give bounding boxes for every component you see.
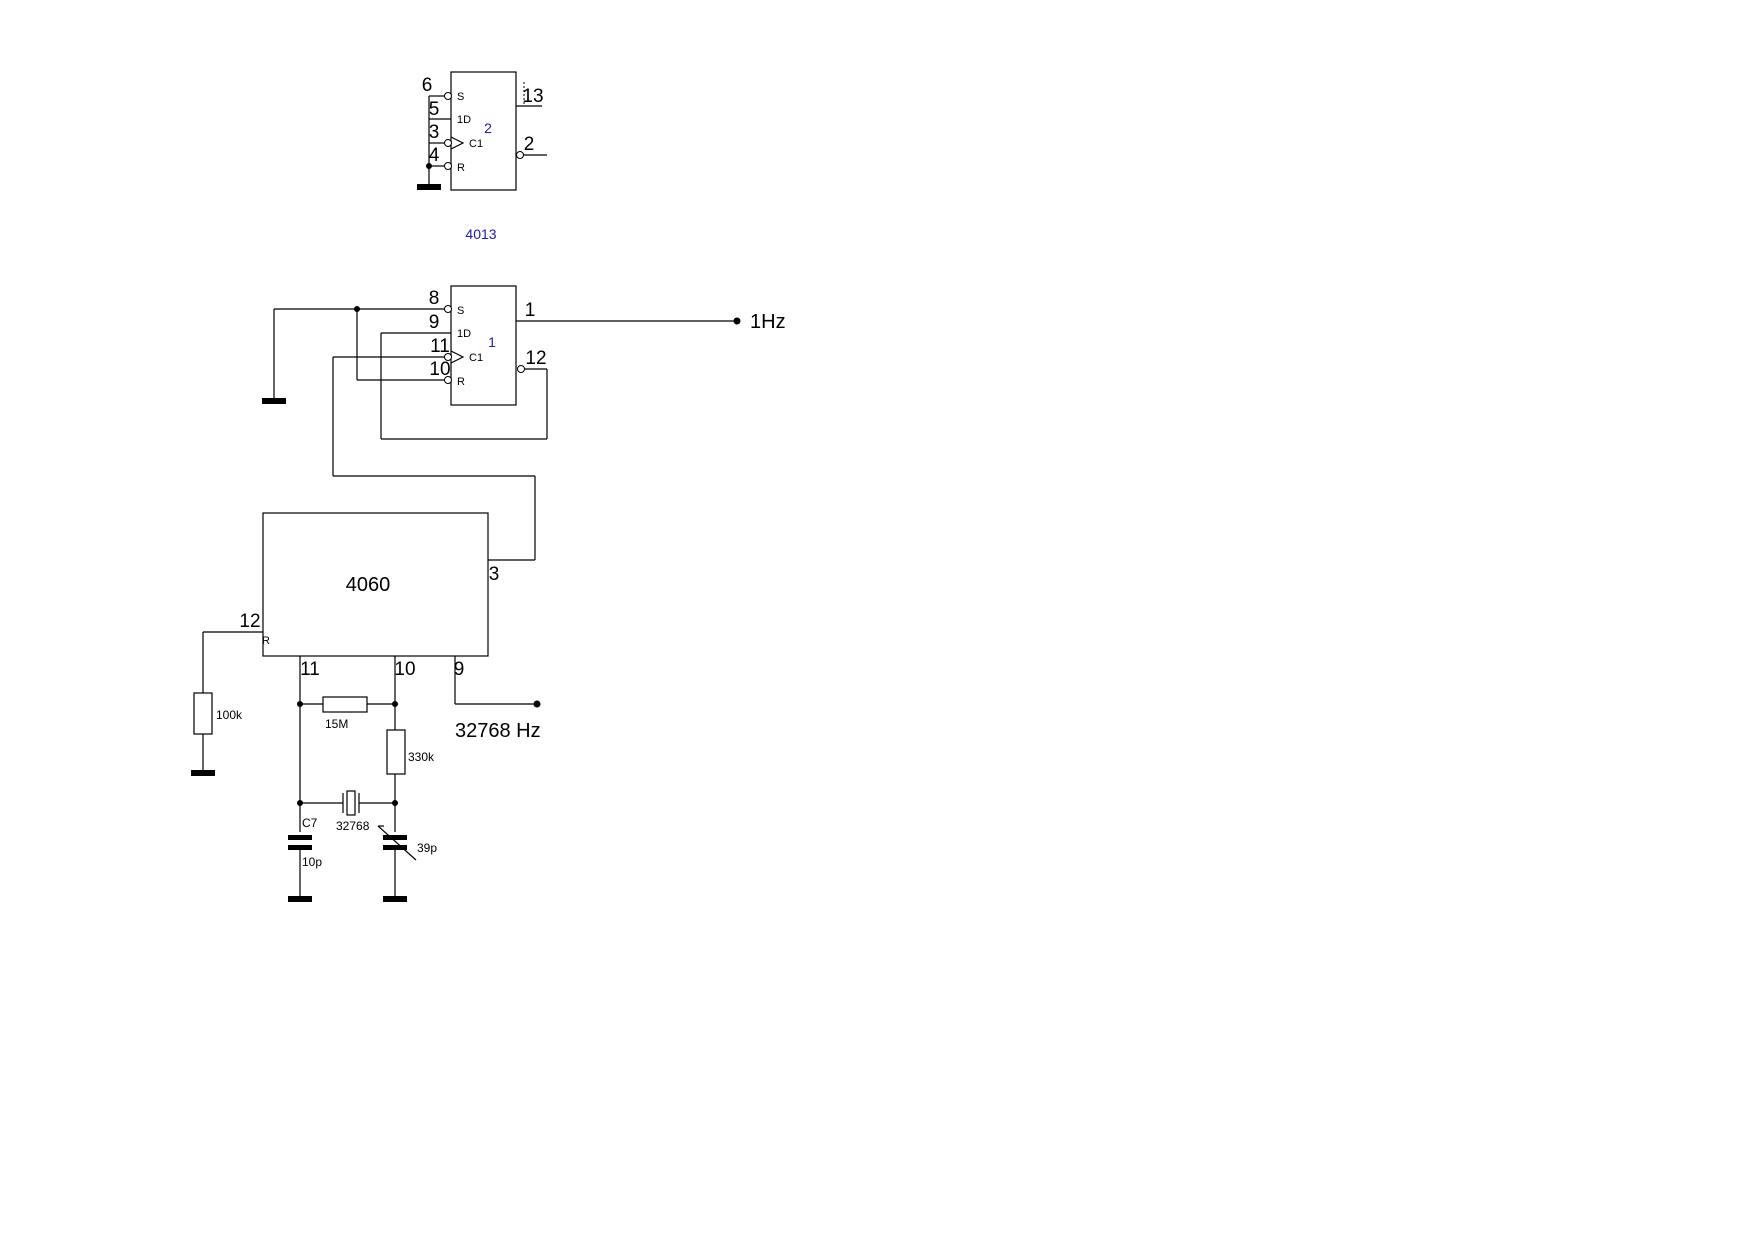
flipflop-1-body <box>450 285 517 406</box>
pin-number: 10 <box>429 359 450 380</box>
ground-symbol <box>383 896 407 902</box>
input-label-d: 1D <box>457 114 471 126</box>
resistor-value: 330k <box>408 750 435 764</box>
pin-number: 8 <box>429 288 440 309</box>
flipflop-2-body <box>450 71 517 191</box>
pin-number: 12 <box>525 348 546 369</box>
resistor-15m <box>322 696 368 713</box>
pin-number: 9 <box>454 659 465 680</box>
trimmer-value: 39p <box>417 841 437 855</box>
capacitor-value: 10p <box>302 855 322 869</box>
resistor-value: 100k <box>216 708 243 722</box>
ground-symbol <box>191 770 215 776</box>
capacitor-name: C7 <box>302 816 318 830</box>
resistor-100k <box>193 692 213 735</box>
pin-number: 12 <box>239 611 260 632</box>
output-label-32768hz: 32768 Hz <box>455 720 541 742</box>
input-label-c: C1 <box>469 352 483 364</box>
pin-number: 3 <box>489 564 500 585</box>
ground-symbol <box>262 398 286 404</box>
pin-number: 11 <box>300 659 320 680</box>
input-label-c: C1 <box>469 138 483 150</box>
input-label-d: 1D <box>457 328 471 340</box>
pin-number: 1 <box>525 300 536 321</box>
input-label-r: R <box>457 376 465 388</box>
input-label-s: S <box>457 91 464 103</box>
pin-number: 10 <box>394 659 415 680</box>
pin-number: 5 <box>429 99 440 120</box>
pin-number: 2 <box>524 134 535 155</box>
resistor-330k <box>386 729 406 775</box>
input-label-r: R <box>457 162 465 174</box>
trimmer-capacitor <box>383 835 407 840</box>
resistor-value: 15M <box>325 717 348 731</box>
pin-number: 3 <box>429 122 440 143</box>
reset-input-label: R <box>262 635 270 647</box>
pin-number: 11 <box>430 336 450 357</box>
crystal-32768 <box>346 790 356 816</box>
ground-symbol <box>288 896 312 902</box>
output-label-1hz: 1Hz <box>750 311 786 333</box>
part-label-4013: 4013 <box>465 226 496 242</box>
pin-number: 13 <box>522 86 543 107</box>
flipflop-index: 2 <box>484 120 492 136</box>
crystal-value: 32768 <box>336 819 370 833</box>
flipflop-index: 1 <box>488 334 496 350</box>
ground-symbol <box>417 184 441 190</box>
input-label-s: S <box>457 305 464 317</box>
flipflop-1: 1Hz 8 9 11 10 1 12 S 1D C1 R 1 <box>262 285 786 561</box>
pin-number: 4 <box>429 145 440 166</box>
counter-4060: 4060 3 12 R 11 10 9 100k 32768 Hz 15M 33… <box>191 512 541 902</box>
flipflop-2: 6 5 3 4 13 2 S 1D C1 R 2 <box>417 71 547 191</box>
part-label-4060: 4060 <box>346 574 391 596</box>
pin-number: 6 <box>422 75 433 96</box>
capacitor-c7 <box>288 835 312 840</box>
counter-4060-body <box>262 512 489 657</box>
pin-number: 9 <box>429 312 440 333</box>
